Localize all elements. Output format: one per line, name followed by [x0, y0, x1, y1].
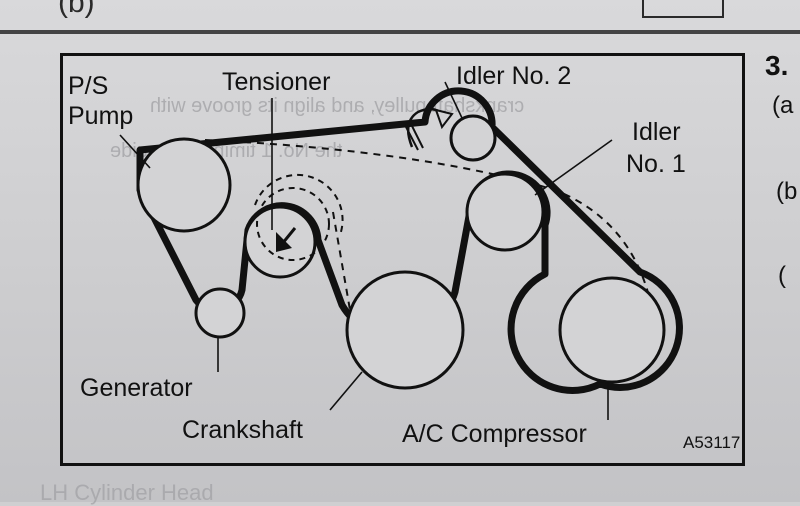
- tensioner-dashed-pulley: [256, 187, 330, 261]
- leader-idler2: [444, 81, 463, 119]
- side-marker-c: (: [778, 262, 786, 289]
- step-number: 3.: [765, 50, 789, 81]
- idler-no2-pulley: [449, 114, 497, 162]
- tensioner-alt-outline: [254, 173, 344, 236]
- leader-ps-pump: [119, 134, 151, 169]
- top-rule: [0, 30, 800, 34]
- generator-pulley: [194, 287, 246, 339]
- label-idler: Idler: [632, 118, 681, 146]
- side-marker-a: (a: [772, 92, 794, 119]
- label-crankshaft: Crankshaft: [182, 416, 303, 444]
- alternate-belt-path: [204, 139, 651, 301]
- bottom-ghost-text: LH Cylinder Head: [40, 480, 214, 505]
- ac-compressor-pulley: [558, 276, 666, 384]
- rotation-arrowhead-icon: [434, 108, 454, 130]
- label-pump: Pump: [68, 102, 134, 130]
- drive-belt: [136, 87, 683, 394]
- leader-idler1: [534, 139, 613, 196]
- label-ac-compressor: A/C Compressor: [402, 420, 587, 448]
- label-no1: No. 1: [626, 150, 686, 178]
- idler-no1-pulley: [465, 172, 545, 252]
- top-fragment-text: (b): [58, 0, 95, 19]
- alternate-belt-path-2: [332, 211, 351, 311]
- label-ps: P/S: [68, 72, 109, 100]
- figure-code: A53117: [683, 433, 741, 452]
- label-idler-no2: Idler No. 2: [456, 62, 572, 90]
- crankshaft-pulley: [345, 270, 465, 390]
- rotation-arrow-band: [404, 121, 424, 151]
- leader-crankshaft: [329, 371, 363, 411]
- ps-pump-pulley: [136, 137, 232, 233]
- label-tensioner: Tensioner: [222, 68, 331, 96]
- tensioner-arrowhead-icon: [276, 232, 292, 252]
- side-marker-b: (b: [776, 178, 798, 205]
- label-generator: Generator: [80, 374, 193, 402]
- top-fragment-box: [642, 0, 724, 18]
- belt-routing-figure-frame: [60, 53, 745, 466]
